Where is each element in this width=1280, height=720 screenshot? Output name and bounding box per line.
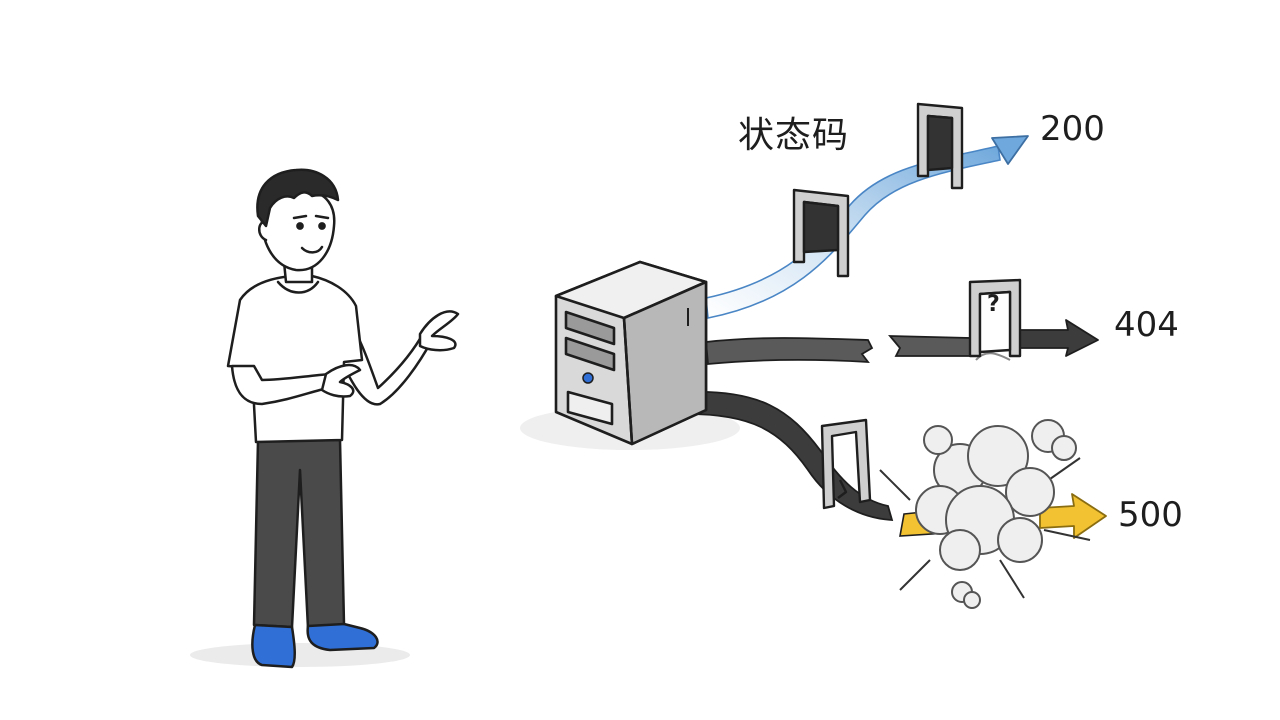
broken-segment-a — [705, 337, 874, 365]
hair — [256, 168, 340, 228]
broken-segment-b — [888, 335, 971, 357]
drive-bay-1 — [564, 310, 616, 346]
door-200-lower — [792, 188, 850, 278]
left-shoe — [251, 623, 296, 669]
explosion-cloud — [879, 419, 1091, 609]
status-code-title: 状态码 — [738, 115, 850, 156]
presenter-figure — [226, 168, 460, 669]
collar — [276, 280, 320, 294]
t-shirt — [226, 274, 364, 444]
left-arm — [230, 364, 332, 406]
drive-bay-2 — [564, 336, 616, 372]
dark-cable — [687, 391, 894, 521]
status-code-404: 404 — [1114, 305, 1179, 345]
right-eye — [318, 222, 326, 230]
jeans — [252, 438, 346, 630]
arrowhead-200 — [991, 135, 1029, 165]
status-code-200: 200 — [1040, 109, 1105, 149]
door-500 — [820, 418, 872, 510]
right-hand — [418, 310, 460, 352]
left-hand — [320, 363, 362, 398]
door-200-top — [916, 102, 964, 190]
question-mark: ? — [987, 292, 1000, 317]
path-404-not-found — [705, 319, 1099, 365]
smile — [300, 245, 324, 254]
path-500-server-error — [687, 391, 1107, 539]
rubble — [975, 352, 1011, 361]
power-led — [582, 372, 594, 384]
arrowhead-404 — [1019, 319, 1099, 357]
right-shoe — [306, 622, 379, 652]
front-vent — [566, 390, 614, 426]
eyebrows — [292, 214, 330, 220]
left-eye — [296, 222, 304, 230]
status-code-500: 500 — [1118, 495, 1183, 535]
arrowhead-500 — [1039, 493, 1107, 539]
door-404 — [968, 278, 1022, 358]
server-tower — [554, 260, 708, 446]
